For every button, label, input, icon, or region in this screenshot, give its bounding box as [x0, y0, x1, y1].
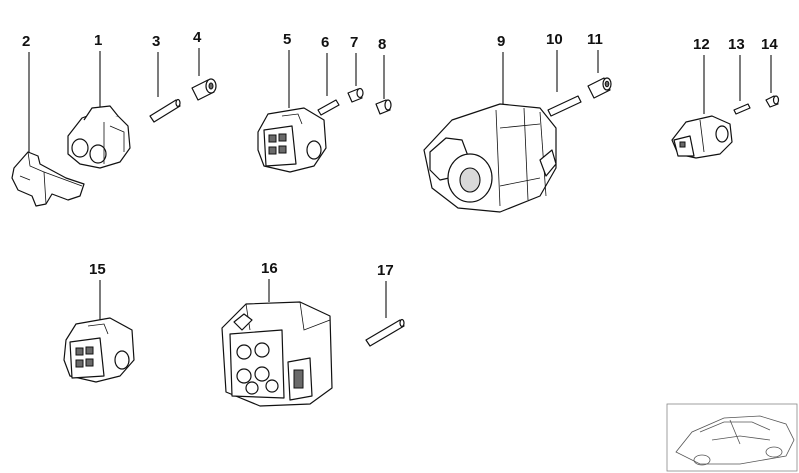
part-3-pin: [149, 98, 181, 123]
part-8-seal: [375, 99, 392, 115]
callout-7: 7: [350, 34, 358, 51]
callout-14: 14: [761, 36, 778, 53]
callout-15: 15: [89, 261, 106, 278]
callout-11: 11: [587, 31, 603, 48]
part-7-sleeve: [347, 87, 364, 103]
callout-17: 17: [377, 262, 394, 279]
callout-2: 2: [22, 33, 30, 50]
part-9-large-connector: [423, 103, 557, 213]
part-12-small-connector: [671, 115, 733, 159]
vehicle-thumbnail: [666, 403, 798, 472]
callout-13: 13: [728, 36, 745, 53]
part-15-3pin-connector: [63, 317, 135, 383]
callout-8: 8: [378, 36, 386, 53]
part-13-pin: [733, 103, 751, 115]
callout-10: 10: [546, 31, 563, 48]
part-14-seal: [765, 95, 780, 108]
part-5-3pin-connector: [257, 107, 327, 173]
callout-12: 12: [693, 36, 710, 53]
callout-9: 9: [497, 33, 505, 50]
part-2-lock-clip: [11, 151, 85, 207]
part-6-pin: [317, 99, 340, 116]
callout-3: 3: [152, 33, 160, 50]
part-4-seal-sleeve: [191, 78, 217, 101]
callout-1: 1: [94, 32, 102, 49]
part-10-pin: [547, 95, 582, 117]
callout-4: 4: [193, 29, 202, 46]
callout-5: 5: [283, 31, 291, 48]
part-11-sleeve: [587, 77, 612, 99]
part-17-pin: [365, 318, 405, 347]
callout-6: 6: [321, 34, 329, 51]
leader-lines: [28, 48, 772, 320]
part-16-6pin-connector: [221, 301, 333, 407]
callout-16: 16: [261, 260, 278, 277]
part-1-connector-housing: [67, 105, 131, 169]
